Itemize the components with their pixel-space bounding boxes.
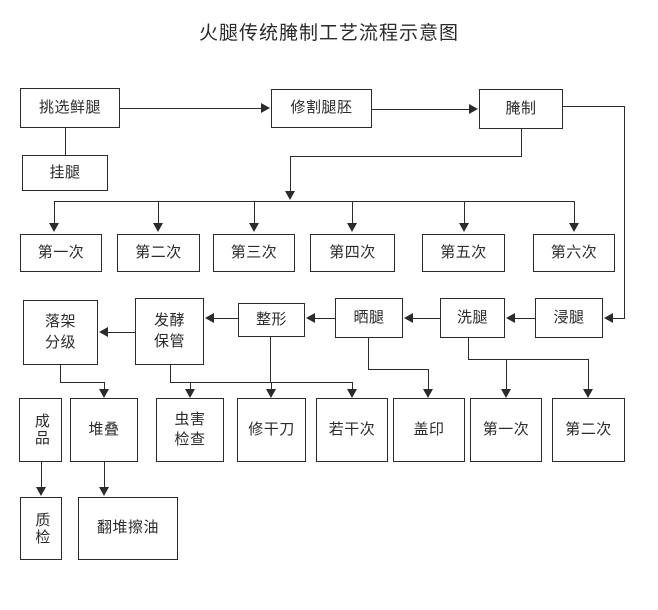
edge-wash-to-brush1 — [506, 359, 507, 393]
arrowhead-wash-to-brush1 — [501, 389, 511, 398]
node-stacking: 堆叠 — [70, 398, 138, 462]
arrowhead-ferment-to-drytrim — [266, 389, 276, 398]
arrowhead-shaping-to-several — [347, 389, 357, 398]
edge-sun-down — [368, 338, 369, 369]
node-trim-leg-blank: 修割腿胚 — [271, 89, 372, 128]
edge-unrack-to-stacking — [104, 382, 105, 393]
arrowhead-salting-3 — [249, 223, 259, 232]
node-salting-2: 第二次 — [117, 234, 200, 272]
node-hang-leg: 挂腿 — [22, 155, 108, 191]
bus-salting-distribution — [54, 201, 574, 202]
node-several-times: 若干次 — [316, 398, 388, 462]
edge-curing-down — [521, 129, 522, 156]
edge-unrack-down — [60, 365, 61, 382]
edge-wash-down — [468, 338, 469, 359]
arrowhead-curing-to-bus — [285, 191, 295, 200]
node-shaping: 整形 — [238, 303, 305, 337]
edge-wash-bus — [468, 359, 588, 360]
arrowhead-sun-to-shaping — [306, 313, 315, 323]
edge-wash-to-sun — [413, 318, 440, 319]
node-soak-leg: 浸腿 — [535, 298, 603, 338]
branch-salting-6 — [574, 201, 575, 224]
edge-sun-to-shaping — [315, 318, 335, 319]
edge-soak-to-wash — [515, 318, 535, 319]
edge-wash-to-brush2 — [588, 359, 589, 393]
arrowhead-trim-to-curing — [469, 104, 478, 114]
arrowhead-soak-to-wash — [506, 313, 515, 323]
edge-ferment-to-drytrim — [271, 382, 272, 393]
arrowhead-ferment-to-pest — [185, 389, 195, 398]
node-stamping: 盖印 — [393, 398, 465, 462]
edge-curing-to-bus — [290, 156, 291, 192]
edge-select-to-trim — [120, 108, 262, 109]
edge-ferment-to-unrack — [108, 332, 135, 333]
node-unrack-grading: 落架 分级 — [23, 300, 98, 365]
arrowhead-sun-to-stamping — [423, 389, 433, 398]
edge-product-to-quality — [41, 462, 42, 490]
branch-salting-2 — [158, 201, 159, 224]
node-dry-trim-knife: 修干刀 — [237, 398, 306, 462]
edge-sun-to-stamping — [428, 369, 429, 393]
node-salting-1: 第一次 — [20, 234, 102, 272]
arrowhead-salting-1 — [49, 223, 59, 232]
arrowhead-ferment-to-unrack — [99, 327, 108, 337]
rail-right-down — [624, 106, 625, 318]
arrowhead-wash-to-brush2 — [583, 389, 593, 398]
edge-select-to-hang — [65, 128, 66, 155]
arrowhead-rail-to-soak — [604, 313, 613, 323]
edge-trim-to-curing — [372, 109, 469, 110]
edge-rail-to-soak — [613, 318, 625, 319]
arrowhead-wash-to-sun — [404, 313, 413, 323]
node-quality-check: 质检 — [20, 497, 62, 560]
edge-stacking-to-turnstack — [104, 462, 105, 490]
edge-shaping-down — [270, 337, 271, 382]
edge-curing-left — [290, 156, 522, 157]
branch-salting-3 — [254, 201, 255, 224]
node-turn-stack-oil: 翻堆擦油 — [78, 497, 178, 560]
edge-ferment-down — [170, 365, 171, 382]
branch-salting-4 — [352, 201, 353, 224]
node-finished-product: 成品 — [19, 398, 62, 462]
edge-shaping-to-several — [352, 382, 353, 393]
arrowhead-salting-6 — [569, 223, 579, 232]
arrowhead-salting-5 — [459, 223, 469, 232]
node-curing: 腌制 — [479, 89, 563, 129]
node-sun-leg: 晒腿 — [335, 298, 403, 338]
edge-shaping-right — [270, 382, 352, 383]
page-title: 火腿传统腌制工艺流程示意图 — [198, 23, 459, 44]
node-salting-5: 第五次 — [422, 234, 505, 272]
edge-ferment-bus — [170, 382, 271, 383]
arrowhead-product-to-quality — [36, 487, 46, 496]
arrowhead-select-to-trim — [261, 103, 270, 113]
node-pest-inspection: 虫害 检查 — [156, 398, 224, 462]
node-ferment-storage: 发酵 保管 — [135, 298, 204, 365]
arrowhead-shaping-to-ferment — [205, 313, 214, 323]
edge-ferment-to-pest — [190, 382, 191, 393]
edge-sun-right — [368, 369, 428, 370]
node-salting-3: 第三次 — [213, 234, 295, 272]
edge-shaping-to-ferment — [214, 318, 238, 319]
node-salting-4: 第四次 — [310, 234, 395, 272]
node-brush-second: 第二次 — [552, 398, 625, 462]
node-select-fresh-leg: 挑选鲜腿 — [20, 88, 120, 128]
edge-unrack-right — [60, 382, 104, 383]
arrowhead-unrack-to-stacking — [99, 389, 109, 398]
node-salting-6: 第六次 — [533, 234, 615, 272]
arrowhead-salting-2 — [153, 223, 163, 232]
node-brush-first: 第一次 — [470, 398, 542, 462]
branch-salting-5 — [464, 201, 465, 224]
edge-curing-right — [563, 106, 624, 107]
branch-salting-1 — [54, 201, 55, 224]
arrowhead-stacking-to-turnstack — [99, 487, 109, 496]
arrowhead-salting-4 — [347, 223, 357, 232]
node-wash-leg: 洗腿 — [440, 298, 505, 338]
